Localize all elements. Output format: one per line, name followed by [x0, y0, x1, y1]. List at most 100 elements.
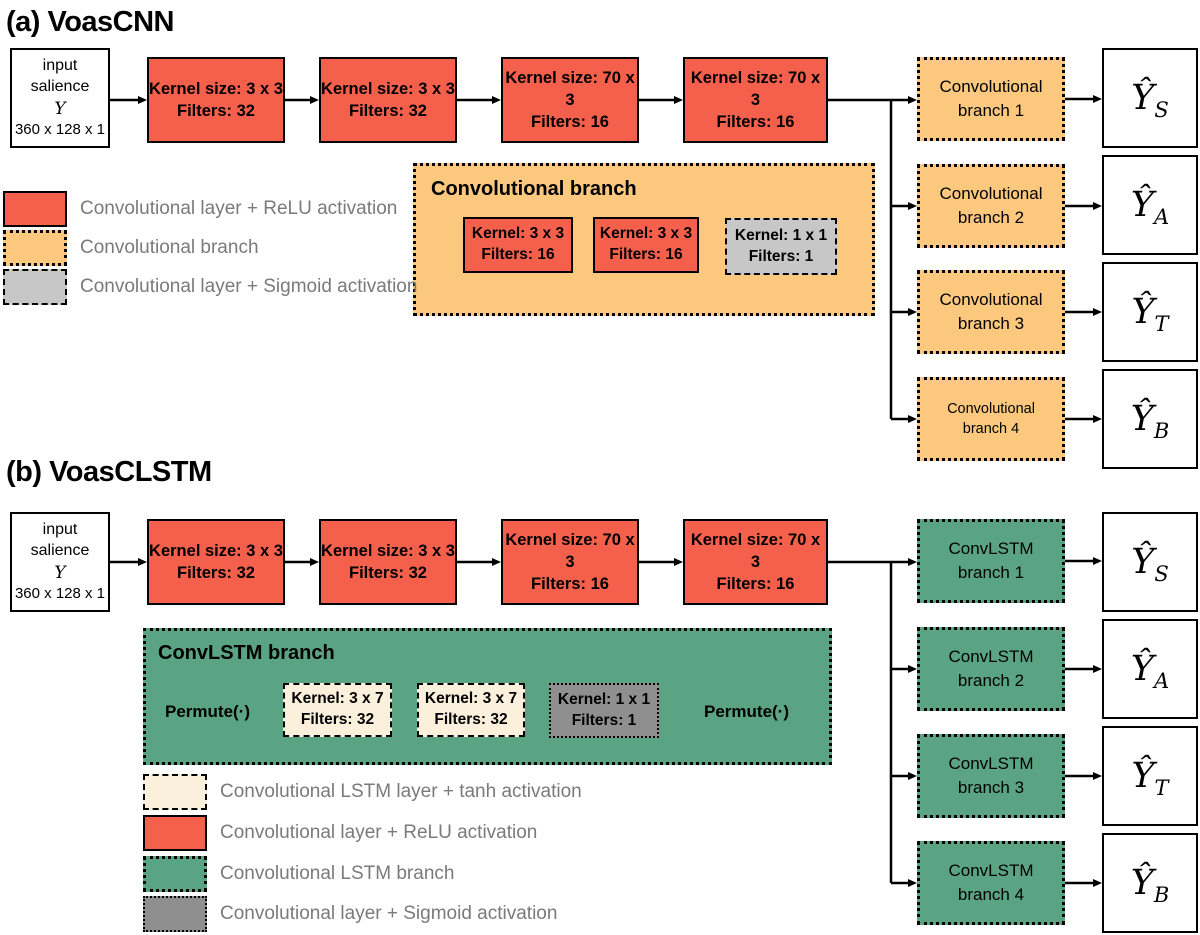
input-dims: 360 x 128 x 1 — [14, 584, 106, 602]
legend-label: Convolutional layer + ReLU activation — [220, 822, 538, 843]
conv-layer-b-1: Kernel size: 3 x 3 Filters: 32 — [147, 519, 285, 605]
legend-b-item-relu: Convolutional layer + ReLU activation — [143, 815, 537, 851]
branch-label: ConvLSTM — [948, 754, 1034, 774]
kernel-size-label: Kernel size: 70 x 3 — [505, 530, 635, 571]
relu-swatch — [143, 815, 207, 851]
section-a-title: (a) VoasCNN — [6, 6, 175, 38]
conv-layer-b-3: Kernel size: 70 x 3 Filters: 16 — [501, 519, 639, 605]
kernel-label: Kernel: 3 x 3 — [599, 225, 693, 243]
kernel-label: Kernel: 3 x 7 — [291, 690, 384, 708]
kernel-label: Kernel: 1 x 1 — [734, 226, 828, 244]
y-sub: B — [1153, 419, 1170, 443]
conv-layer-a-2: Kernel size: 3 x 3 Filters: 32 — [319, 57, 457, 143]
sigmoid-swatch — [143, 896, 207, 932]
input-label: input — [42, 57, 78, 75]
y-hat: Ŷ — [1131, 542, 1155, 582]
filters-label: Filters: 1 — [571, 711, 637, 729]
permute-in-label: Permute(·) — [165, 702, 251, 721]
legend-label: Convolutional layer + ReLU activation — [80, 198, 398, 219]
branch-label: branch 4 — [962, 421, 1020, 437]
branch-label: ConvLSTM — [948, 539, 1034, 559]
inset-b-convlstm-2: Kernel: 3 x 7 Filters: 32 — [417, 683, 525, 737]
output-box-b-a: ŶA — [1102, 619, 1198, 719]
input-label: input — [42, 521, 78, 539]
filters-label: Filters: 16 — [481, 246, 555, 263]
tanh-swatch — [143, 774, 207, 810]
convlstm-branch-b-2: ConvLSTM branch 2 — [917, 627, 1065, 711]
filters-label: Filters: 32 — [177, 102, 255, 120]
conv-layer-a-1: Kernel size: 3 x 3 Filters: 32 — [147, 57, 285, 143]
branch-label: branch 2 — [957, 208, 1025, 227]
branch-label: Convolutional — [939, 184, 1043, 204]
legend-b-item-lstm-branch: Convolutional LSTM branch — [143, 856, 454, 892]
branch-label: branch 3 — [957, 778, 1025, 797]
input-box-b: input salience Y 360 x 128 x 1 — [10, 512, 110, 612]
filters-label: Filters: 1 — [748, 247, 814, 265]
kernel-size-label: Kernel size: 3 x 3 — [149, 79, 283, 98]
output-box-b-t: ŶT — [1102, 726, 1198, 826]
y-hat: Ŷ — [1130, 863, 1154, 903]
inset-a-conv-1: Kernel: 3 x 3 Filters: 16 — [463, 217, 573, 273]
convlstm-branch-b-1: ConvLSTM branch 1 — [917, 519, 1065, 603]
input-label: salience — [30, 541, 90, 559]
legend-b-item-tanh: Convolutional LSTM layer + tanh activati… — [143, 774, 582, 810]
inset-b-convlstm-1: Kernel: 3 x 7 Filters: 32 — [283, 683, 392, 737]
kernel-size-label: Kernel size: 70 x 3 — [690, 530, 821, 571]
kernel-label: Kernel: 1 x 1 — [557, 690, 651, 708]
conv-layer-a-3: Kernel size: 70 x 3 Filters: 16 — [501, 57, 639, 143]
y-sub: S — [1154, 98, 1169, 122]
kernel-size-label: Kernel size: 3 x 3 — [321, 79, 455, 98]
inset-a-conv-2: Kernel: 3 x 3 Filters: 16 — [593, 217, 699, 273]
section-b-title: (b) VoasCLSTM — [6, 456, 212, 488]
inset-title: ConvLSTM branch — [158, 642, 335, 664]
lstm-branch-swatch — [143, 856, 207, 892]
filters-label: Filters: 16 — [531, 113, 609, 132]
branch-label: ConvLSTM — [948, 647, 1034, 667]
convlstm-branch-inset: ConvLSTM branch Permute(·) Permute(·) — [143, 628, 832, 765]
branch-label: Convolutional — [939, 290, 1043, 310]
conv-layer-b-4: Kernel size: 70 x 3 Filters: 16 — [683, 519, 828, 605]
branch-label: Convolutional — [939, 77, 1043, 97]
permute-out-label: Permute(·) — [704, 702, 790, 721]
input-symbol: Y — [54, 562, 66, 583]
inset-b-sigmoid-conv: Kernel: 1 x 1 Filters: 1 — [549, 683, 659, 738]
branch-label: ConvLSTM — [948, 861, 1034, 881]
filters-label: Filters: 16 — [716, 575, 795, 594]
input-symbol: Y — [54, 98, 66, 119]
branch-label: Convolutional — [947, 400, 1035, 417]
y-hat: Ŷ — [1130, 399, 1154, 439]
branch-swatch — [3, 230, 67, 266]
branch-label: branch 2 — [957, 671, 1025, 690]
filters-label: Filters: 32 — [434, 711, 508, 728]
sigmoid-swatch — [3, 269, 67, 305]
input-label: salience — [30, 77, 90, 95]
y-hat: Ŷ — [1131, 78, 1155, 118]
kernel-size-label: Kernel size: 3 x 3 — [321, 541, 455, 560]
y-sub: S — [1154, 562, 1169, 586]
y-sub: T — [1154, 312, 1169, 336]
inset-a-sigmoid-conv: Kernel: 1 x 1 Filters: 1 — [725, 218, 837, 275]
conv-layer-b-2: Kernel size: 3 x 3 Filters: 32 — [319, 519, 457, 605]
input-box-a: input salience Y 360 x 128 x 1 — [10, 48, 110, 148]
y-hat: Ŷ — [1130, 185, 1154, 225]
output-box-a-a: ŶA — [1102, 155, 1198, 255]
conv-layer-a-4: Kernel size: 70 x 3 Filters: 16 — [683, 57, 828, 143]
output-box-a-b: ŶB — [1102, 369, 1198, 469]
y-sub: B — [1153, 883, 1170, 907]
legend-a-item-relu: Convolutional layer + ReLU activation — [3, 191, 397, 227]
filters-label: Filters: 32 — [349, 102, 427, 120]
conv-branch-a-2: Convolutional branch 2 — [917, 164, 1065, 248]
branch-label: branch 1 — [957, 101, 1025, 120]
conv-branch-a-4: Convolutional branch 4 — [917, 377, 1065, 461]
kernel-label: Kernel: 3 x 3 — [471, 225, 565, 243]
input-dims: 360 x 128 x 1 — [14, 120, 106, 138]
y-hat: Ŷ — [1131, 756, 1155, 796]
y-sub: T — [1154, 776, 1169, 800]
output-box-b-b: ŶB — [1102, 833, 1198, 933]
kernel-size-label: Kernel size: 3 x 3 — [149, 541, 283, 560]
filters-label: Filters: 32 — [349, 564, 427, 582]
y-sub: A — [1153, 669, 1170, 693]
legend-label: Convolutional LSTM branch — [220, 863, 455, 884]
inset-title: Convolutional branch — [431, 178, 637, 200]
